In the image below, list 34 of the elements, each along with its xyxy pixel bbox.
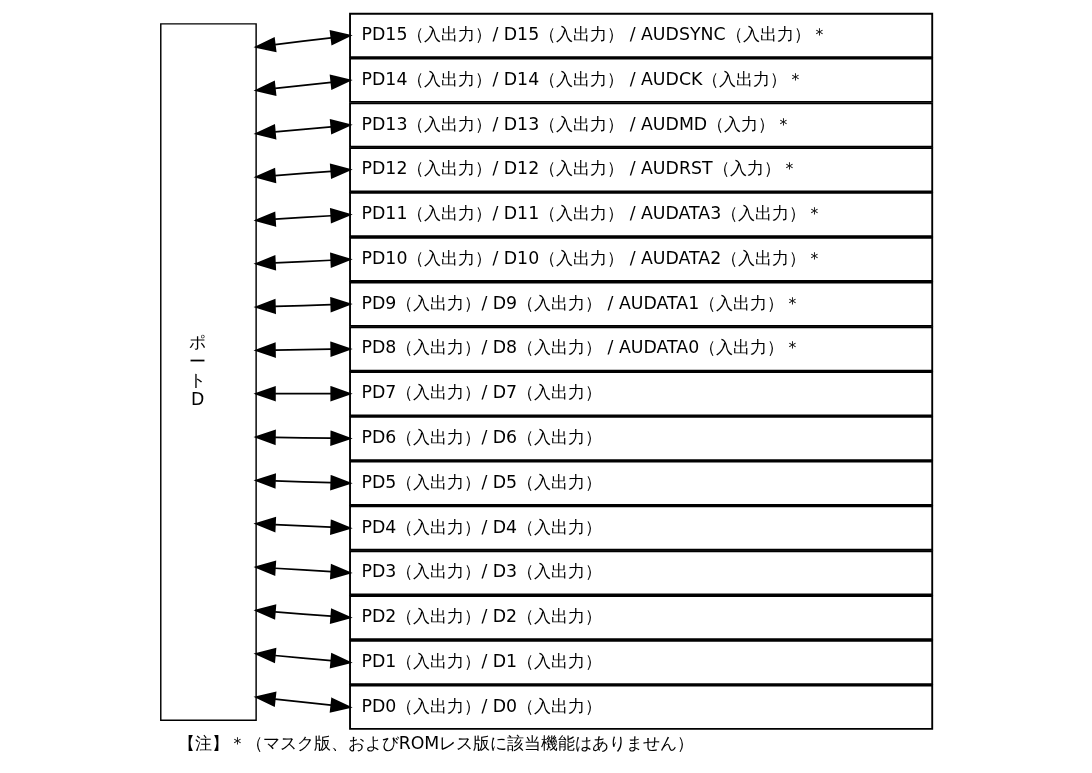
node-box: PD12（入出力）/ D12（入出力） / AUDRST（入力）＊ [348, 147, 933, 193]
node-box: PD9（入出力）/ D9（入出力） / AUDATA1（入出力）＊ [348, 281, 933, 327]
arrow [253, 296, 353, 315]
arrow [253, 691, 353, 713]
arrow [253, 74, 353, 96]
node-box: ポートD [159, 23, 257, 721]
node-box: PD13（入出力）/ D13（入出力） / AUDMD（入力）＊ [348, 102, 933, 148]
arrow [253, 516, 353, 535]
node-box: PD7（入出力）/ D7（入出力） [348, 371, 933, 417]
arrow [253, 252, 353, 271]
arrow [253, 30, 353, 53]
node-box: PD11（入出力）/ D11（入出力） / AUDATA3（入出力）＊ [348, 192, 933, 238]
caption: 【注】＊（マスク版、およびROMレス版に該当機能はありません） [177, 732, 694, 753]
node-box: PD10（入出力）/ D10（入出力） / AUDATA2（入出力）＊ [348, 236, 933, 282]
node-box: PD15（入出力）/ D15（入出力） / AUDSYNC（入出力）＊ [348, 12, 933, 59]
arrow [253, 341, 353, 358]
node-box: PD14（入出力）/ D14（入出力） / AUDCK（入出力）＊ [348, 57, 933, 103]
node-box: PD2（入出力）/ D2（入出力） [348, 595, 933, 641]
arrow [253, 473, 353, 491]
node-box: PD0（入出力）/ D0（入出力） [348, 684, 933, 730]
node-box: PD5（入出力）/ D5（入出力） [348, 460, 933, 506]
node-box: PD4（入出力）/ D4（入出力） [348, 505, 933, 551]
arrow [253, 429, 353, 446]
arrow [253, 560, 353, 580]
node-box: PD1（入出力）/ D1（入出力） [348, 639, 933, 686]
node-box: PD3（入出力）/ D3（入出力） [348, 550, 933, 596]
arrow [253, 119, 353, 140]
arrow [253, 647, 353, 669]
node-box: PD8（入出力）/ D8（入出力） / AUDATA0（入出力）＊ [348, 326, 933, 372]
arrow [253, 604, 353, 624]
arrow [253, 208, 353, 227]
arrow [253, 385, 353, 402]
node-box: PD6（入出力）/ D6（入出力） [348, 415, 933, 462]
arrow [253, 163, 353, 184]
